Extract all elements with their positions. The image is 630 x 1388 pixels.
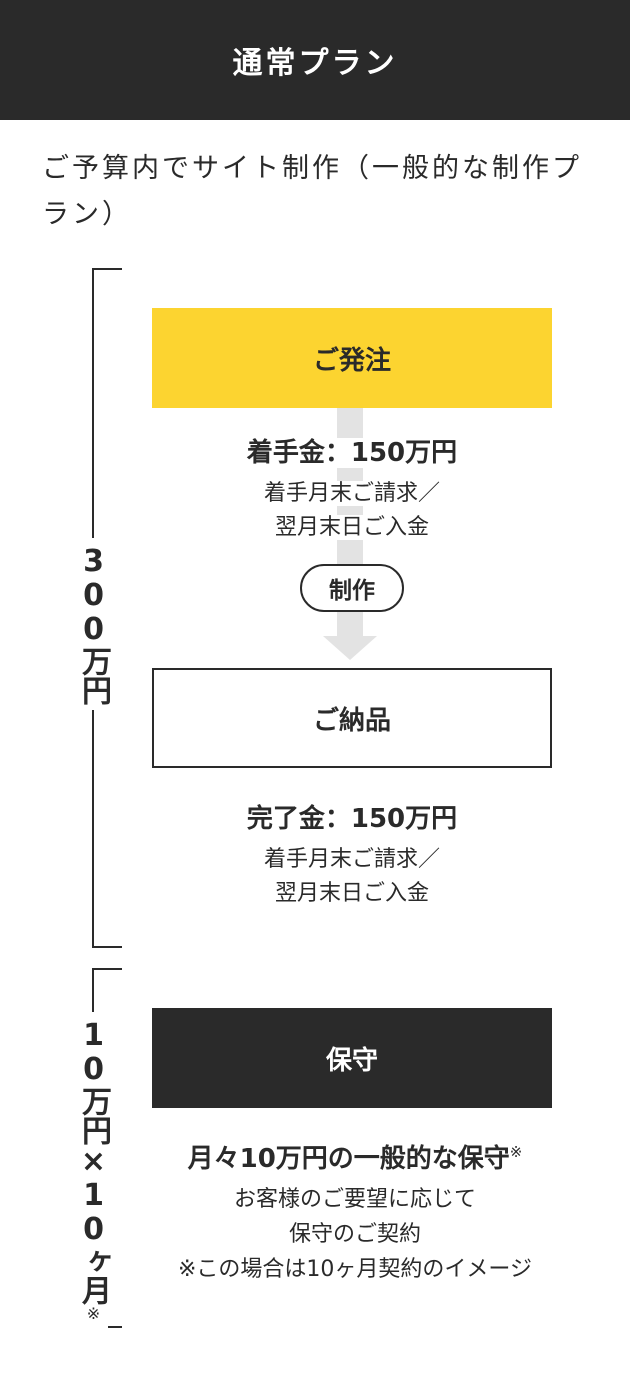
maintenance-note-line: ※この場合は10ヶ月契約のイメージ xyxy=(178,1257,532,1282)
maintenance-title-note: ※ xyxy=(509,1143,523,1161)
bracket-label-monthly: 10万円×10ヶ月※ xyxy=(76,1012,111,1328)
deposit-note: 着手月末ご請求／ 翌月末日ご入金 xyxy=(152,477,552,545)
bracket-top-tick xyxy=(92,968,122,970)
final-payment-title-text: 完了金：150万円 xyxy=(242,804,462,834)
maintenance-note-line: 保守のご契約 xyxy=(288,1222,421,1247)
order-label: ご発注 xyxy=(312,345,391,376)
maintenance-title: 月々10万円の一般的な保守※ xyxy=(120,1138,590,1175)
bracket-bottom-tick xyxy=(92,946,122,948)
final-payment-note: 着手月末ご請求／ 翌月末日ご入金 xyxy=(152,843,552,911)
maintenance-title-text: 月々10万円の一般的な保守 xyxy=(187,1144,510,1174)
plan-header: 通常プラン xyxy=(0,0,630,120)
bracket-label-text: 10万円×10ヶ月 xyxy=(76,1018,111,1304)
production-label: 制作 xyxy=(329,578,375,604)
final-note-line: 翌月末日ご入金 xyxy=(272,881,431,906)
deposit-note-line: 着手月末ご請求／ xyxy=(261,481,442,506)
flow-arrow-head xyxy=(323,636,377,660)
bracket-label-text: 300万円 xyxy=(76,544,111,704)
maintenance-note: お客様のご要望に応じて 保守のご契約 ※この場合は10ヶ月契約のイメージ xyxy=(120,1182,590,1287)
delivery-box: ご納品 xyxy=(152,668,552,768)
final-payment-title: 完了金：150万円 xyxy=(152,798,552,835)
maintenance-note-line: お客様のご要望に応じて xyxy=(233,1187,476,1212)
bracket-top-tick xyxy=(92,268,122,270)
bracket-label-note: ※ xyxy=(84,1304,103,1322)
maintenance-label: 保守 xyxy=(325,1045,378,1076)
bracket-label-total: 300万円 xyxy=(76,538,111,710)
maintenance-box: 保守 xyxy=(152,1008,552,1108)
deposit-note-line: 翌月末日ご入金 xyxy=(272,515,431,540)
deposit-title-text: 着手金：150万円 xyxy=(242,438,462,468)
plan-title: 通常プラン xyxy=(232,46,398,81)
deposit-title: 着手金：150万円 xyxy=(152,432,552,469)
final-note-line: 着手月末ご請求／ xyxy=(261,847,442,872)
production-pill: 制作 xyxy=(300,564,404,612)
plan-description: ご予算内でサイト制作（一般的な制作プラン） xyxy=(42,153,582,230)
order-box: ご発注 xyxy=(152,308,552,408)
delivery-label: ご納品 xyxy=(312,705,391,736)
